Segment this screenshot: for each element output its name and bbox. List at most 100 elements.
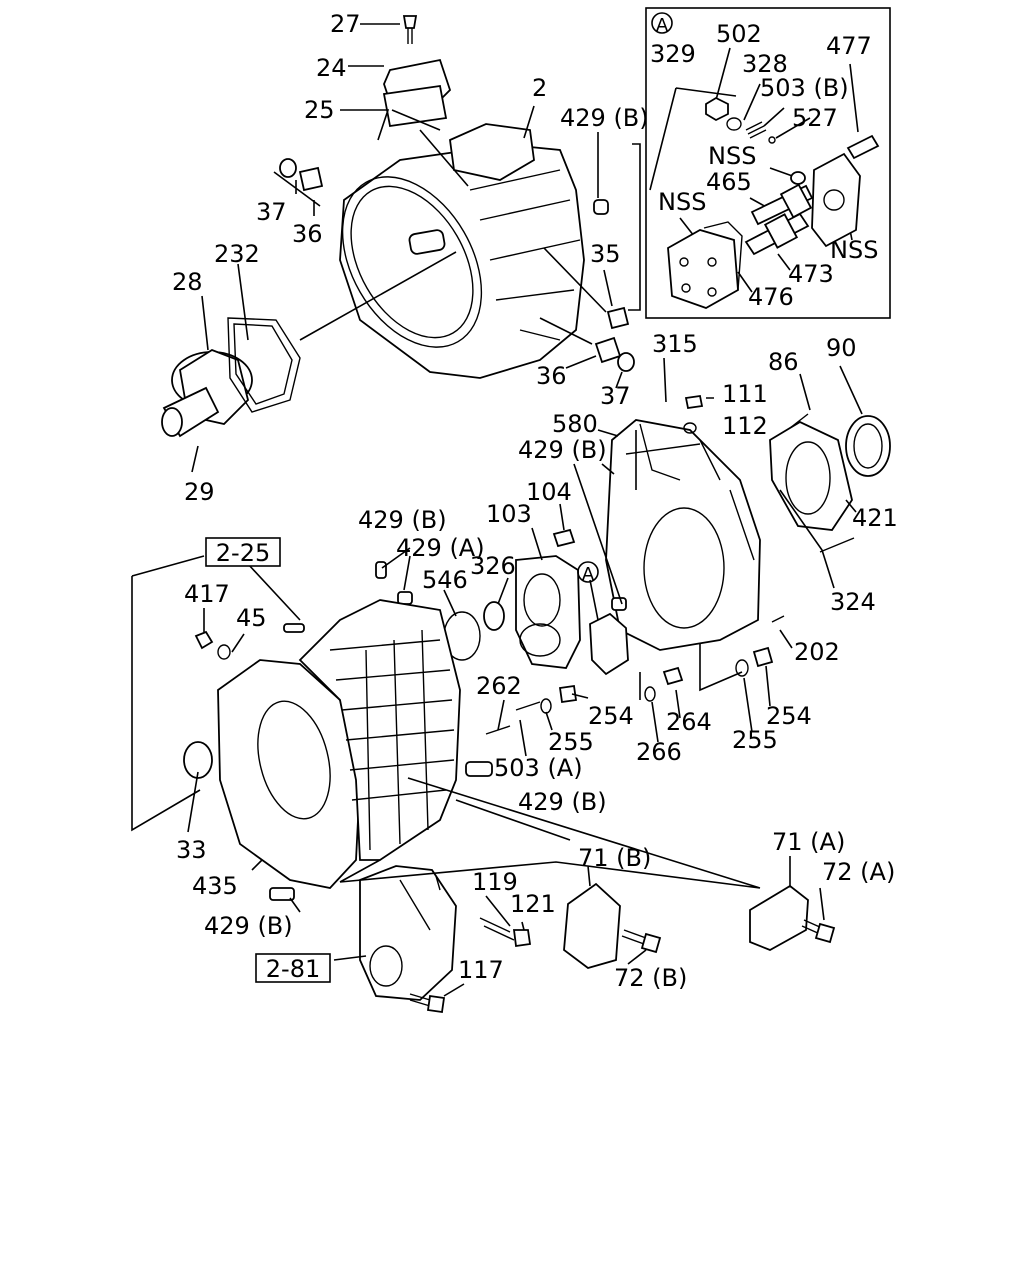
shift-cover-2-81 [359,865,457,1001]
inset-cover-plate [811,152,861,248]
callout-90: 90 [826,334,857,362]
callout-28: 28 [172,268,203,296]
callout-71b: 71 (B) [578,844,651,872]
callout-429b-mid: 429 (B) [518,436,607,464]
callout-29: 29 [184,478,215,506]
callout-254-right: 254 [766,702,812,730]
callout-264: 264 [666,708,712,736]
callout-315: 315 [652,330,698,358]
inset-a-circle-marker [651,12,673,34]
callout-27: 27 [330,10,361,38]
ref-2-25: 2-25 [216,539,270,567]
callout-a-marker: A [582,564,595,585]
callout-435: 435 [192,872,238,900]
callout-324: 324 [830,588,876,616]
label-473: 473 [788,260,834,288]
ref-box-2-25 [205,537,281,567]
callout-119: 119 [472,868,518,896]
misc-right-parts [611,394,855,702]
label-nss-right: NSS [830,236,878,264]
callout-33: 33 [176,836,207,864]
callout-202: 202 [794,638,840,666]
inset-panel-a: A 329 502 328 503 (B) 527 477 NSS 465 NS… [645,7,891,319]
callout-labels: 27 24 25 2 37 36 232 28 29 429 (B) 35 36… [172,10,898,992]
center-small-parts [375,528,578,777]
bearing-retainer-28 [161,348,253,438]
leader-lines-upper [191,23,641,473]
part-27-bolt [402,15,418,44]
label-328: 328 [742,50,788,78]
callout-503a: 503 (A) [494,754,583,782]
label-329: 329 [650,40,696,68]
callout-429a-left: 429 (A) [396,534,485,562]
callout-72a: 72 (A) [822,858,895,886]
callout-35: 35 [590,240,621,268]
front-cover-103 [515,555,581,669]
label-527: 527 [792,104,838,132]
label-nss-top: NSS [708,142,756,170]
callout-429b-center: 429 (B) [518,788,607,816]
callout-121: 121 [510,890,556,918]
housing-inspection-cover [382,58,452,128]
callout-255-right: 255 [732,726,778,754]
label-465: 465 [706,168,752,196]
leader-lines-lower [131,555,825,997]
callout-417: 417 [184,580,230,608]
oil-seal-326 [483,601,505,631]
transmission-case [217,599,461,889]
callout-37-bottom: 37 [600,382,631,410]
callout-45: 45 [236,604,267,632]
callout-86: 86 [768,348,799,376]
label-503b: 503 (B) [760,74,849,102]
label-nss-left: NSS [658,188,706,216]
inset-small-parts [705,96,880,185]
callout-546: 546 [422,566,468,594]
callout-25: 25 [304,96,335,124]
callout-421: 421 [852,504,898,532]
clutch-housing [339,123,585,379]
callout-71a: 71 (A) [772,828,845,856]
callout-36-bottom: 36 [536,362,567,390]
callout-255-center: 255 [548,728,594,756]
callout-103: 103 [486,500,532,528]
rear-housing-cover [605,419,761,651]
pump-a-circle-marker [577,561,599,583]
oil-seal-33 [183,741,213,779]
ref-box-2-81 [255,953,331,983]
bushing-36-37-top [279,158,324,192]
bushing-36-37-bottom [594,306,635,372]
label-502: 502 [716,20,762,48]
callout-266: 266 [636,738,682,766]
callout-72b: 72 (B) [614,964,687,992]
lower-bolts [194,623,836,1014]
inset-gear-shaft [744,183,814,256]
leader-lines-center [381,503,599,757]
cover-71a [749,884,809,951]
callout-36-top: 36 [292,220,323,248]
oil-seal-90 [845,415,891,477]
callout-326: 326 [470,552,516,580]
inset-marker-a: A [656,15,669,36]
callout-2: 2 [532,74,547,102]
callout-37-top: 37 [256,198,287,226]
label-476: 476 [748,283,794,311]
callout-232: 232 [214,240,260,268]
ref-2-81: 2-81 [266,955,320,983]
callout-429b-bottom-left: 429 (B) [204,912,293,940]
label-477: 477 [826,32,872,60]
callout-580: 580 [552,410,598,438]
dowel-429b-top [593,199,609,215]
callout-117: 117 [458,956,504,984]
bearing-cover-421 [769,420,853,531]
callout-104: 104 [526,478,572,506]
callout-429b-top: 429 (B) [560,104,649,132]
gasket-232 [227,317,301,413]
inset-pump-body [667,221,743,309]
callout-429b-left: 429 (B) [358,506,447,534]
oil-pump-a [589,612,629,676]
callout-112: 112 [722,412,768,440]
callout-111: 111 [722,380,768,408]
callout-24: 24 [316,54,347,82]
cover-71b [563,882,621,969]
